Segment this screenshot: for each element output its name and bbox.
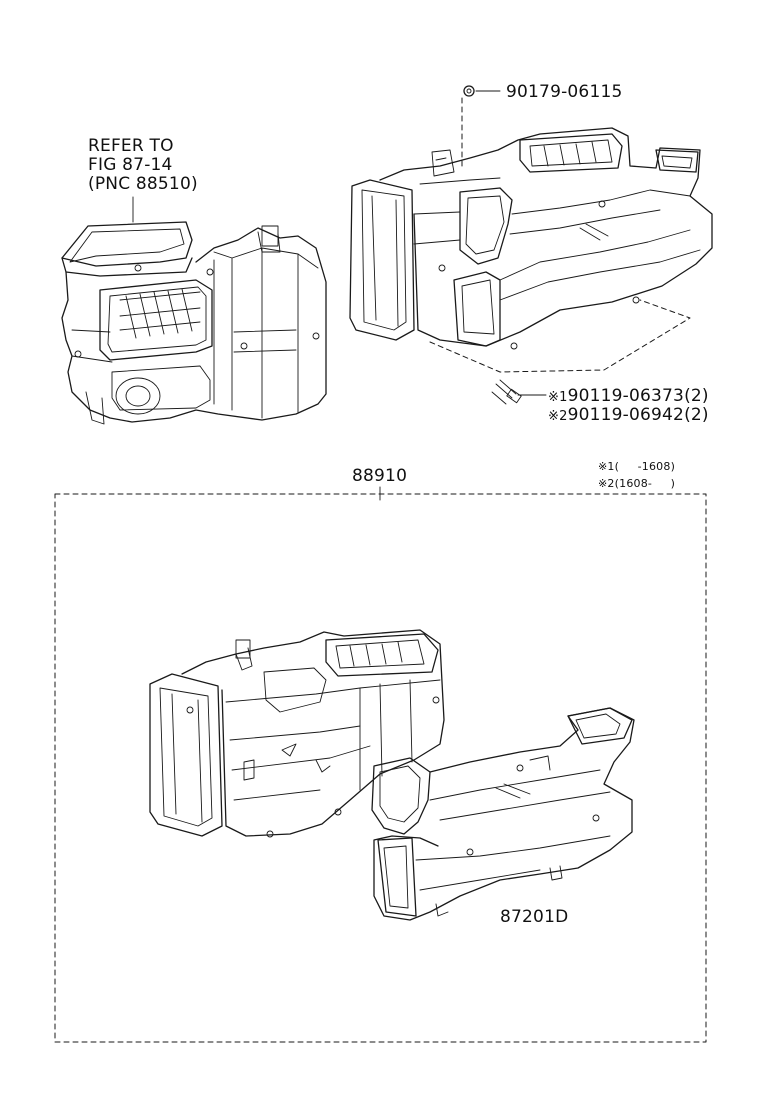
heater-unit-assembly-illustration — [149, 629, 445, 838]
refer-note-line-1: REFER TO — [88, 136, 174, 156]
part-number-bolt-1[interactable]: 90119-06373(2) — [567, 386, 709, 406]
duct-sub-unit-illustration — [371, 707, 635, 921]
part-number-sub-unit[interactable]: 87201D — [500, 907, 569, 927]
part-number-nut[interactable]: 90179-06115 — [506, 82, 623, 102]
bolt-symbol — [491, 379, 517, 405]
bolt-1-mark: ※1 — [548, 390, 568, 405]
nut-symbol — [463, 85, 475, 97]
refer-note-line-3: (PNC 88510) — [88, 174, 198, 194]
date-note-2-mark: ※2 — [598, 477, 615, 490]
part-number-assembly[interactable]: 88910 — [352, 466, 408, 486]
bolt-1-row: ※190119-06373(2) — [548, 386, 709, 406]
bolt-leader-dashed — [429, 299, 691, 373]
bolt-2-row: ※290119-06942(2) — [548, 405, 709, 425]
date-note-1: ( -1608) — [614, 460, 676, 473]
date-note-1-row: ※1( -1608) — [598, 455, 675, 474]
date-note-1-mark: ※1 — [598, 460, 615, 473]
refer-note-line-2: FIG 87-14 — [88, 155, 173, 175]
bolt-2-mark: ※2 — [548, 409, 568, 424]
date-note-2-row: ※2(1608- ) — [598, 472, 675, 491]
heater-unit-top-illustration — [349, 85, 713, 405]
date-note-2: (1608- ) — [614, 477, 676, 490]
blower-unit-illustration — [61, 221, 327, 425]
part-number-bolt-2[interactable]: 90119-06942(2) — [567, 405, 709, 425]
assembly-frame — [54, 493, 707, 1043]
